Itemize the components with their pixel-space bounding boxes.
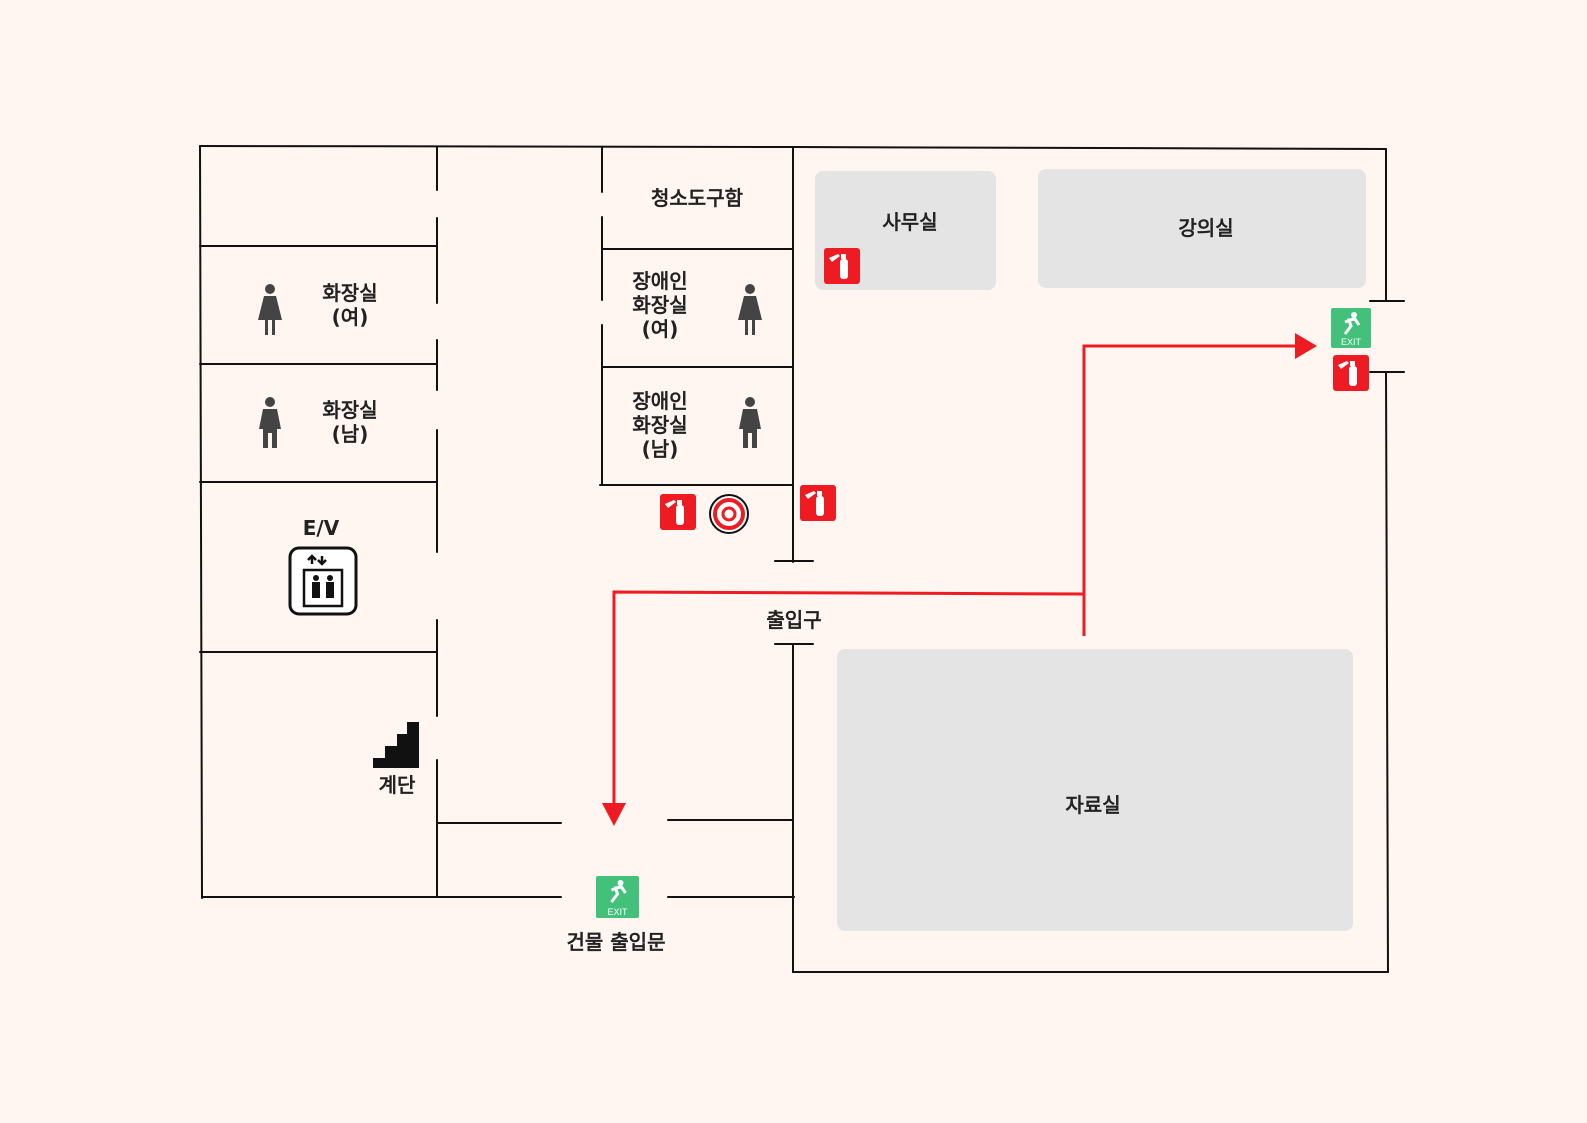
office-label: 사무실 <box>882 210 938 234</box>
male-icon <box>739 397 761 448</box>
restroom-m-label: 화장실 (남) <box>322 398 378 446</box>
walls <box>199 145 1405 973</box>
exit-text: EXIT <box>1340 337 1361 347</box>
wall-top <box>199 145 794 148</box>
lecture-room <box>1038 169 1366 288</box>
fire-extinguisher-icon <box>1333 355 1369 391</box>
entrance-label: 출입구 <box>766 608 822 632</box>
wall-left <box>199 145 203 899</box>
elevator-icon <box>288 546 358 616</box>
fire-hose-icon <box>709 494 749 534</box>
archive-label: 자료실 <box>1065 793 1121 817</box>
exit-text: EXIT <box>607 907 628 917</box>
cleaning-label: 청소도구함 <box>651 186 743 210</box>
fire-extinguisher-icon <box>824 248 860 284</box>
evacuation-route <box>602 333 1317 826</box>
male-icon <box>259 397 281 448</box>
female-icon <box>258 284 282 335</box>
lecture-label: 강의실 <box>1178 216 1234 240</box>
stairs-icon <box>373 722 419 768</box>
female-icon <box>738 284 762 335</box>
accessible-m-label: 장애인 화장실 (남) <box>632 389 688 461</box>
accessible-f-label: 장애인 화장실 (여) <box>632 269 688 341</box>
restroom-f-label: 화장실 (여) <box>322 281 378 329</box>
fire-extinguisher-icon <box>800 485 836 521</box>
stairs-label: 계단 <box>378 773 416 797</box>
archive-room <box>837 649 1353 931</box>
elevator-label: E/V <box>302 516 340 540</box>
building-door-label: 건물 출입문 <box>566 930 666 954</box>
exit-sign-icon: EXIT <box>1331 308 1371 348</box>
fire-extinguisher-icon <box>660 494 696 530</box>
exit-sign-icon: EXIT <box>596 876 639 918</box>
